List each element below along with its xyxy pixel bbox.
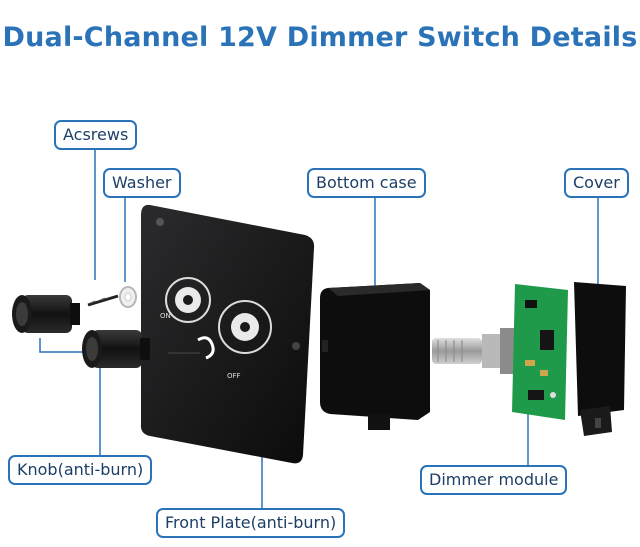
bottom-case (320, 283, 430, 430)
front-plate: ON OFF (141, 205, 314, 463)
washer-icon (120, 287, 136, 307)
label-dimmer-module: Dimmer module (420, 465, 567, 495)
plate-on-label: ON (160, 312, 171, 320)
knob-right (82, 330, 150, 368)
screw-icon (88, 296, 118, 305)
dimmer-module (432, 284, 568, 420)
cover (574, 282, 626, 436)
label-bottom-case: Bottom case (307, 168, 426, 198)
plate-off-label: OFF (227, 372, 241, 380)
label-front-plate: Front Plate(anti-burn) (156, 508, 345, 538)
knob-left (12, 295, 80, 333)
label-washer: Washer (103, 168, 181, 198)
label-cover: Cover (564, 168, 629, 198)
label-acsrews: Acsrews (54, 120, 137, 150)
label-knob: Knob(anti-burn) (8, 455, 152, 485)
